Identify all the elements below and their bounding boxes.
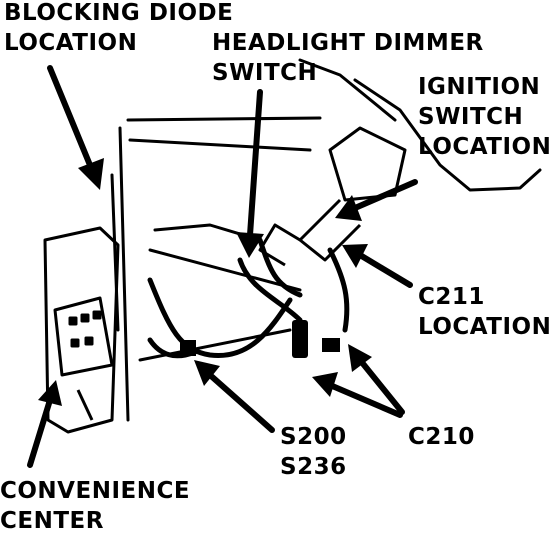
arrow-ignition-switch — [352, 179, 418, 211]
label-c211-location: C211 LOCATION — [418, 282, 551, 342]
arrow-c210-left — [327, 382, 403, 418]
label-line: SWITCH — [418, 104, 524, 130]
label-line: LOCATION — [418, 134, 552, 160]
arrow-c210-right — [357, 357, 405, 415]
label-blocking-diode-location: BLOCKING DIODE LOCATION — [4, 0, 233, 58]
arrow-blocking-diode — [47, 65, 95, 173]
arrow-s200 — [207, 372, 275, 433]
label-line: S236 — [280, 454, 347, 480]
label-line: BLOCKING DIODE — [4, 0, 234, 26]
label-headlight-dimmer-switch: HEADLIGHT DIMMER SWITCH — [212, 28, 484, 88]
arrow-convenience-center — [27, 397, 53, 468]
label-line: C211 — [418, 284, 485, 310]
arrowhead-c210-left — [312, 372, 338, 397]
label-line: C210 — [408, 424, 475, 450]
steering-column — [258, 126, 407, 267]
dash-panel-outline — [110, 58, 542, 422]
label-s200-s236: S200 S236 — [280, 422, 347, 482]
arrowhead-c211 — [342, 244, 368, 268]
label-convenience-center: CONVENIENCE CENTER — [0, 476, 190, 536]
arrow-headlight-dimmer — [247, 89, 263, 238]
arrowhead-c210-right — [348, 344, 372, 372]
label-line: LOCATION — [4, 30, 138, 56]
arrowhead-convenience-center — [38, 380, 62, 406]
arrow-c211 — [357, 252, 413, 288]
arrowhead-blocking-diode — [78, 158, 104, 190]
arrowhead-ignition-switch — [335, 195, 362, 221]
arrowhead-headlight-dimmer — [236, 232, 264, 258]
label-line: HEADLIGHT DIMMER — [212, 30, 484, 56]
wiring-harness — [147, 237, 350, 359]
connectors — [180, 320, 340, 358]
label-line: CENTER — [0, 508, 104, 534]
label-c210: C210 — [408, 422, 475, 452]
pointer-arrows — [27, 65, 418, 468]
label-line: IGNITION — [418, 74, 541, 100]
label-line: SWITCH — [212, 60, 318, 86]
label-line: CONVENIENCE — [0, 478, 191, 504]
label-ignition-switch-location: IGNITION SWITCH LOCATION — [418, 72, 551, 162]
arrowhead-s200 — [194, 360, 220, 386]
label-line: LOCATION — [418, 314, 552, 340]
label-line: S200 — [280, 424, 347, 450]
convenience-center-box — [43, 226, 120, 434]
